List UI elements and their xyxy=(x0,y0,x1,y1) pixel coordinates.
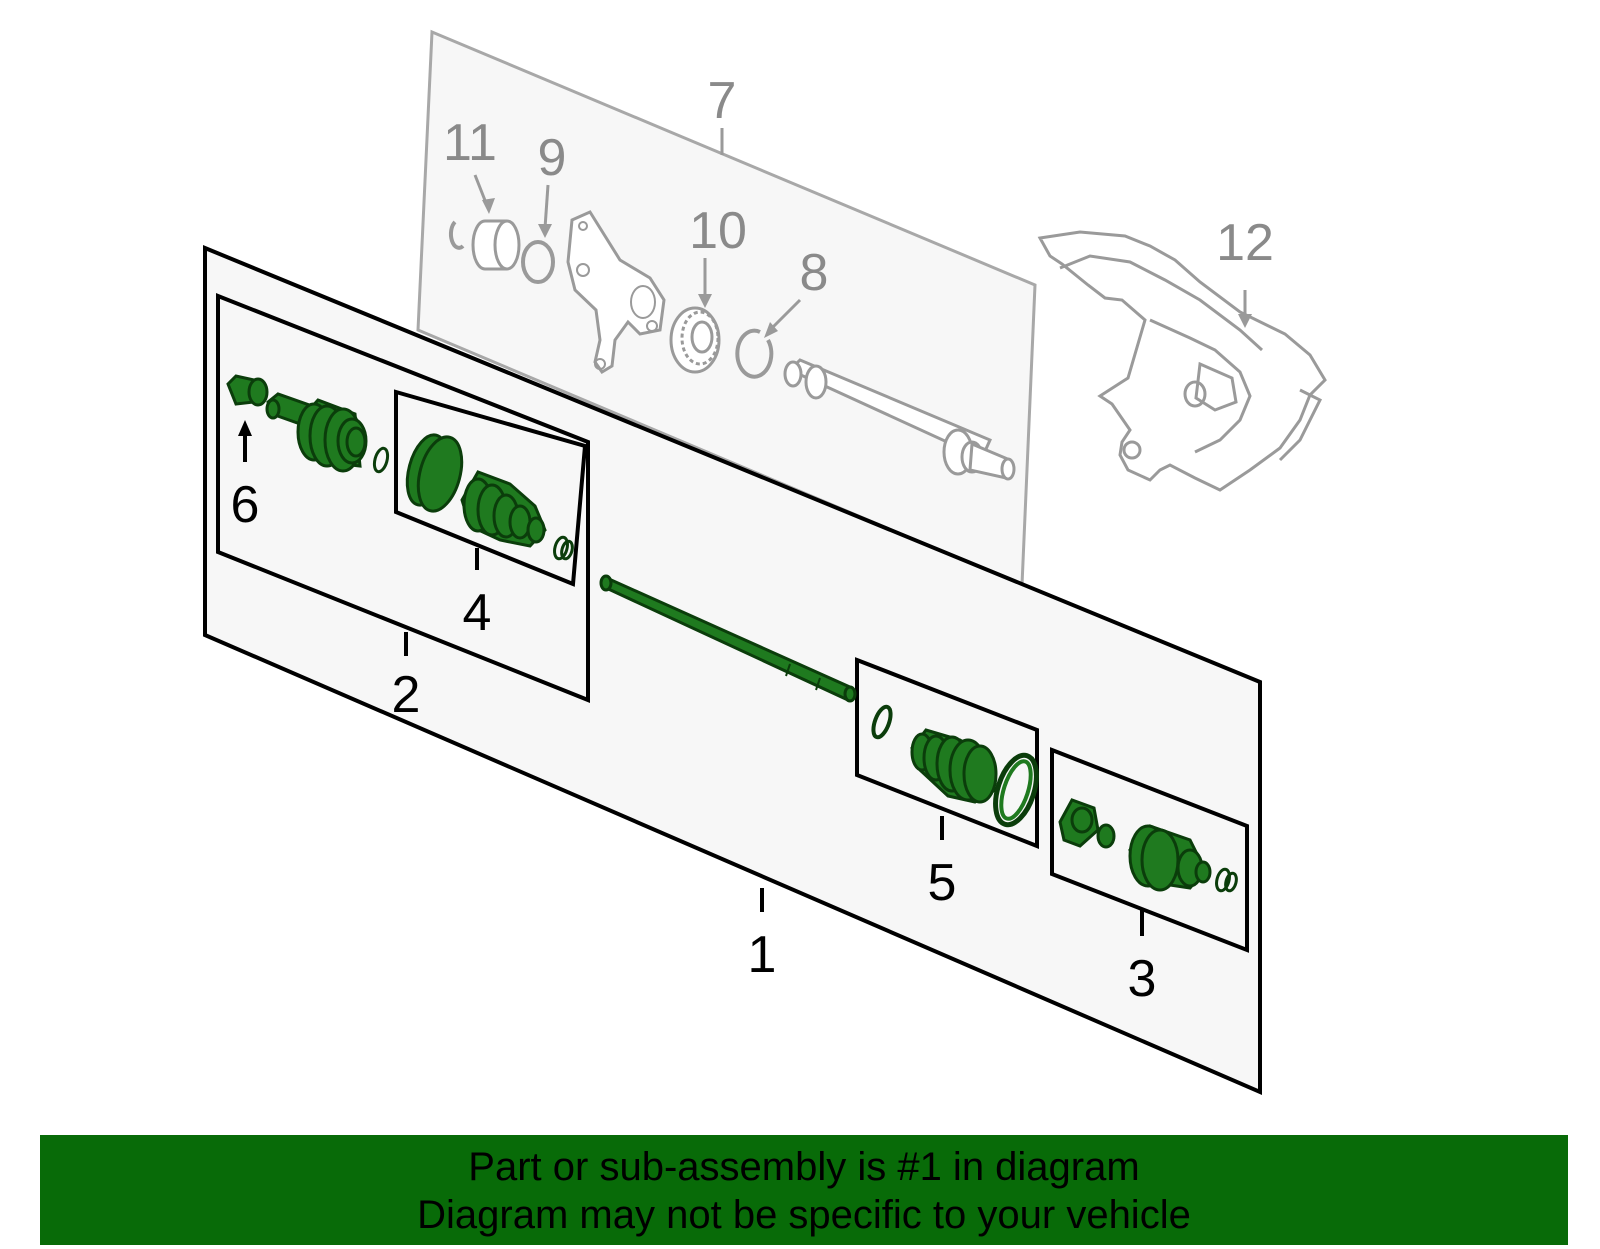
callout-8: 8 xyxy=(800,244,829,302)
callout-2: 2 xyxy=(392,666,421,724)
outboard-clamp-small[interactable] xyxy=(372,446,390,474)
part-8-circlip[interactable] xyxy=(735,328,774,379)
notice-banner: Part or sub-assembly is #1 in diagram Di… xyxy=(40,1135,1568,1245)
callout-3: 3 xyxy=(1128,950,1157,1008)
outboard-boot-kit[interactable] xyxy=(400,431,574,561)
inboard-cv-joint[interactable] xyxy=(1058,798,1238,893)
bearing-support-bracket[interactable] xyxy=(566,210,666,375)
callout-4: 4 xyxy=(463,584,492,642)
callout-12: 12 xyxy=(1216,214,1274,272)
callout-11: 11 xyxy=(443,114,497,172)
part-9-snap-ring[interactable] xyxy=(521,240,555,284)
inboard-boot-kit[interactable] xyxy=(870,704,1044,830)
banner-line-1: Part or sub-assembly is #1 in diagram xyxy=(468,1145,1140,1189)
callout-6: 6 xyxy=(231,476,260,534)
part-10-bearing[interactable] xyxy=(669,306,721,374)
callout-7: 7 xyxy=(708,72,737,130)
callout-1: 1 xyxy=(748,926,777,984)
intermediate-shaft-group xyxy=(416,29,1037,588)
part-11-bearing-collar[interactable] xyxy=(448,219,521,271)
callout-10: 10 xyxy=(689,202,747,260)
leader-9 xyxy=(543,184,550,229)
axle-shaft[interactable] xyxy=(599,574,857,703)
banner-line-2: Diagram may not be specific to your vehi… xyxy=(417,1193,1191,1237)
leader-8 xyxy=(768,298,802,332)
part-12-heat-shield[interactable] xyxy=(1037,230,1327,492)
part-6-spindle-nut[interactable] xyxy=(226,374,269,407)
outboard-cv-joint[interactable] xyxy=(265,392,368,473)
callout-5: 5 xyxy=(928,854,957,912)
intermediate-shaft[interactable] xyxy=(783,358,1016,481)
callout-9: 9 xyxy=(538,129,567,187)
